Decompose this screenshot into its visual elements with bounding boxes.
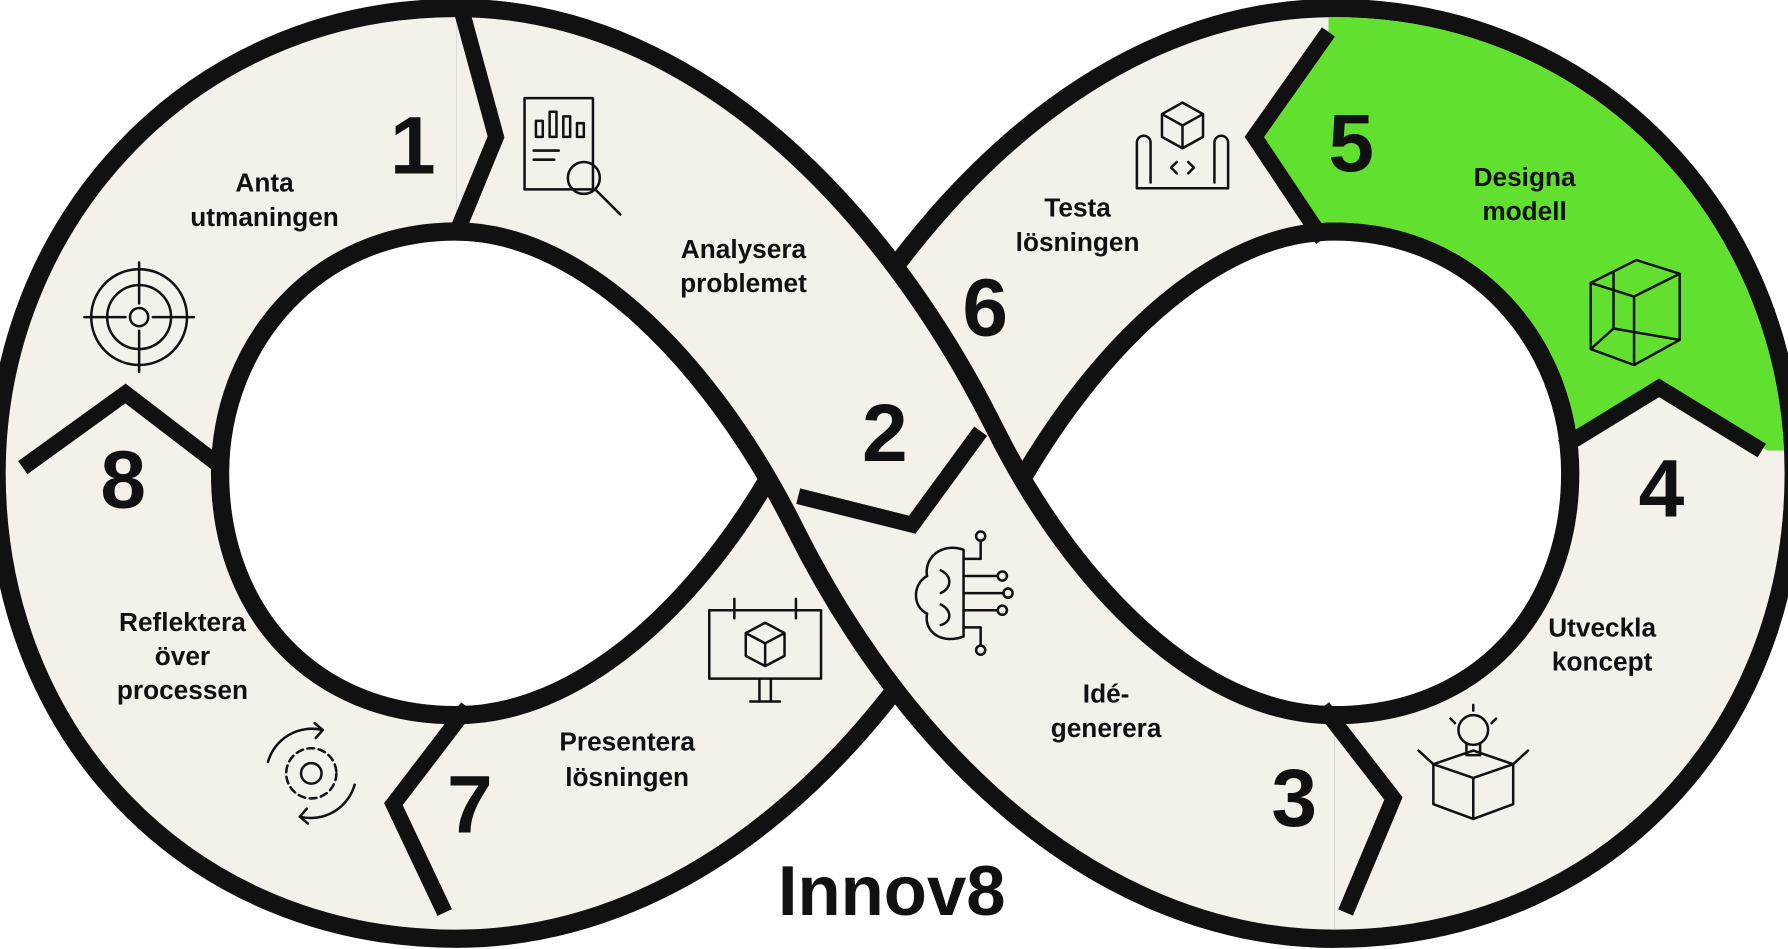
step-number-8: 8 xyxy=(100,435,146,526)
step-number-3: 3 xyxy=(1271,753,1317,844)
brain-circuit-icon xyxy=(914,530,1014,656)
billboard-cube-icon xyxy=(708,597,823,703)
step-number-1: 1 xyxy=(390,100,436,191)
cube-wireframe-icon xyxy=(1589,258,1681,367)
segment-5-highlight xyxy=(1254,17,1785,451)
segment-dividers xyxy=(18,9,1766,916)
diagram-title: Innov8 xyxy=(778,851,1006,930)
step-number-6: 6 xyxy=(962,262,1008,353)
blueprint-cube-icon xyxy=(1135,101,1230,190)
step-number-5: 5 xyxy=(1328,98,1374,189)
target-icon xyxy=(83,261,196,374)
document-search-icon xyxy=(523,96,622,216)
step-number-4: 4 xyxy=(1639,444,1685,535)
lightbulb-box-icon xyxy=(1417,703,1530,821)
gear-cycle-icon xyxy=(266,721,356,825)
step-label-3: Idé-generera xyxy=(1051,679,1162,743)
step-number-7: 7 xyxy=(447,760,493,851)
step-number-2: 2 xyxy=(862,388,908,479)
